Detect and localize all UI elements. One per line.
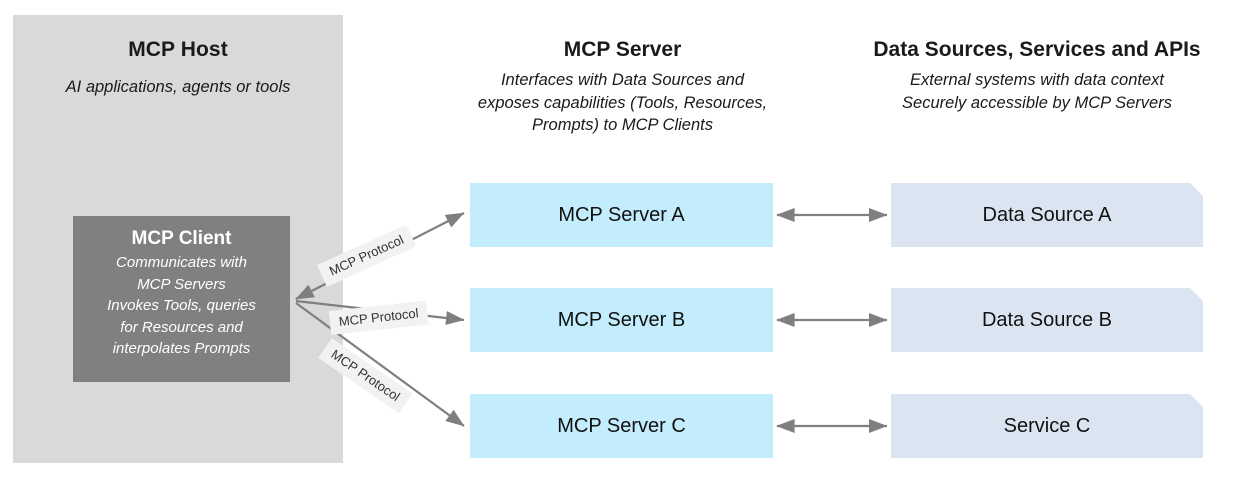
mcp-server-subtitle-line-2: exposes capabilities (Tools, Resources,: [477, 93, 768, 112]
data-source-a-box[interactable]: Data Source A: [891, 183, 1203, 247]
mcp-server-c-box[interactable]: MCP Server C: [470, 394, 773, 458]
data-sources-subtitle-line-2: Securely accessible by MCP Servers: [902, 93, 1172, 112]
mcp-client-line-3: Invokes Tools, queries: [107, 297, 256, 314]
mcp-client-line-4: for Resources and: [120, 318, 243, 336]
mcp-server-b-box[interactable]: MCP Server B: [470, 288, 773, 352]
protocol-label-server-b: MCP Protocol: [328, 300, 429, 335]
mcp-client-box[interactable]: MCP Client Communicates with MCP Servers…: [73, 216, 290, 382]
service-c-box[interactable]: Service C: [891, 394, 1203, 458]
data-source-b-box[interactable]: Data Source B: [891, 288, 1203, 352]
mcp-server-column-subtitle: Interfaces with Data Sources and exposes…: [440, 69, 805, 137]
mcp-server-column-heading: MCP Server Interfaces with Data Sources …: [440, 38, 805, 137]
mcp-client-line-2: MCP Servers: [137, 275, 226, 293]
mcp-client-line-5: interpolates Prompts: [112, 340, 251, 357]
data-sources-column-subtitle: External systems with data context Secur…: [852, 69, 1222, 114]
mcp-server-subtitle-line-3: Prompts) to MCP Clients: [532, 116, 713, 134]
mcp-host-title: MCP Host: [128, 38, 228, 61]
mcp-client-title: MCP Client: [131, 228, 232, 249]
mcp-host-subtitle: AI applications, agents or tools: [65, 78, 291, 96]
data-sources-column-heading: Data Sources, Services and APIs External…: [852, 38, 1222, 114]
mcp-server-subtitle-line-1: Interfaces with Data Sources and: [500, 71, 745, 89]
mcp-server-column-title: MCP Server: [563, 38, 682, 61]
mcp-client-line-1: Communicates with: [116, 254, 247, 271]
data-sources-subtitle-line-1: External systems with data context: [909, 71, 1165, 89]
data-sources-column-title: Data Sources, Services and APIs: [873, 38, 1201, 61]
mcp-server-a-box[interactable]: MCP Server A: [470, 183, 773, 247]
